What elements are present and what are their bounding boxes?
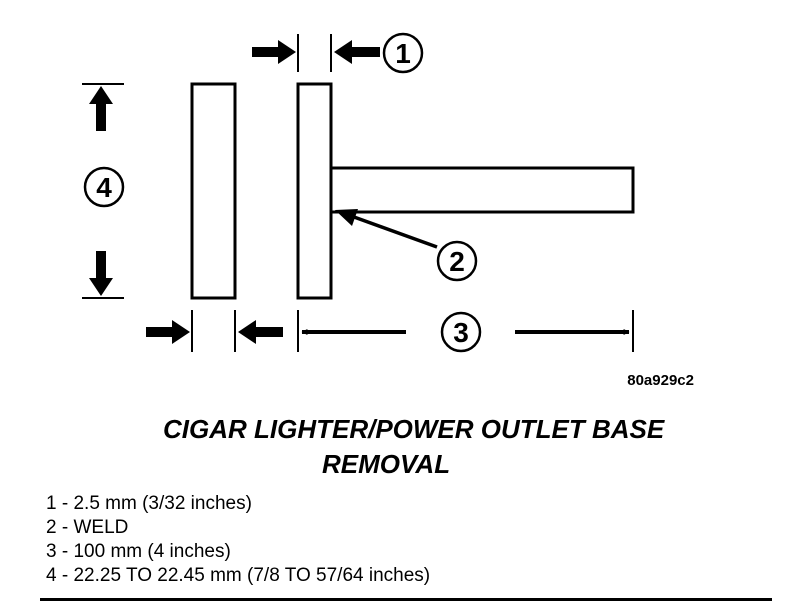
- diagram-title-line-2: REMOVAL: [322, 449, 451, 479]
- legend-number: 3: [46, 541, 57, 562]
- left-plate: [190, 82, 237, 300]
- callout-1-label: 1: [395, 38, 411, 69]
- technical-diagram: 1 4 2 3 80a929c2: [82, 32, 694, 389]
- callout-1-circle: [382, 32, 424, 74]
- legend-number: 2: [46, 517, 57, 538]
- leader-arrow-icon: [335, 209, 358, 226]
- arrow-right-icon: [252, 40, 296, 64]
- dimension-4: 4: [82, 83, 125, 299]
- legend-number: 4: [46, 565, 57, 586]
- horizontal-bar: [329, 166, 635, 214]
- dimension-left-plate: [146, 310, 283, 352]
- diagram-title-line-1: CIGAR LIGHTER/POWER OUTLET BASE: [163, 414, 665, 444]
- arrow-left-icon: [334, 40, 380, 64]
- legend-item: 3 - 100 mm (4 inches): [46, 541, 231, 562]
- right-plate: [296, 82, 333, 300]
- weld-callout: 2: [335, 209, 478, 282]
- callout-3-label: 3: [453, 317, 469, 348]
- legend-text: 22.25 TO 22.45 mm (7/8 TO 57/64 inches): [73, 565, 431, 586]
- callout-4-circle: [83, 166, 125, 208]
- arrow-up-icon: [89, 86, 113, 131]
- arrow-down-icon: [89, 251, 113, 296]
- legend-item: 1 - 2.5 mm (3/32 inches): [46, 493, 252, 514]
- legend-item: 4 - 22.25 TO 22.45 mm (7/8 TO 57/64 inch…: [46, 565, 431, 586]
- arrow-left-icon: [238, 320, 283, 344]
- figure-id: 80a929c2: [627, 372, 694, 389]
- legend-text: 100 mm (4 inches): [73, 541, 231, 562]
- callout-4-label: 4: [96, 172, 112, 203]
- legend-list: 1 - 2.5 mm (3/32 inches) 2 - WELD 3 - 10…: [46, 492, 430, 588]
- callout-2-circle: [436, 240, 478, 282]
- dimension-1: 1: [252, 32, 424, 74]
- legend-item: 2 - WELD: [46, 517, 129, 538]
- legend-text: 2.5 mm (3/32 inches): [73, 493, 252, 514]
- callout-3-circle: [440, 311, 482, 353]
- legend-text: WELD: [73, 517, 129, 538]
- callout-2-label: 2: [449, 246, 465, 277]
- arrow-right-icon: [146, 320, 190, 344]
- dimension-3: 3: [297, 310, 634, 353]
- legend-number: 1: [46, 493, 57, 514]
- bottom-divider: [40, 598, 772, 601]
